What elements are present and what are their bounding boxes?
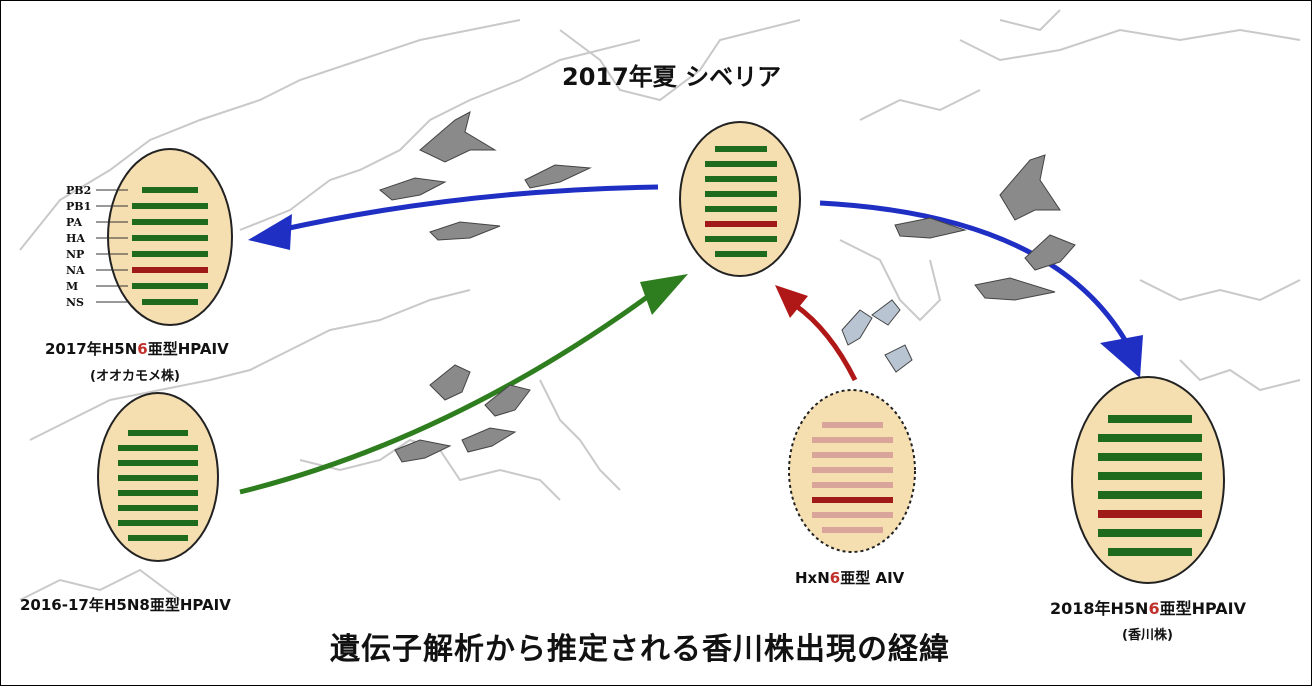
strain-label-kagawa-pre: 2018年H5N (1050, 599, 1149, 618)
migration-arrows (239, 184, 1143, 495)
bird-icon (419, 111, 497, 163)
strain-label-gull-hl: 6 (137, 340, 148, 358)
segment-label: PB1 (66, 200, 91, 213)
red-arrowhead (775, 285, 808, 318)
strain-label-kagawa: 2018年H5N6亜型HPAIV (1050, 595, 1246, 619)
title: 2017年夏 シベリア (562, 63, 782, 91)
green-arrow (239, 292, 652, 495)
bird-icon (484, 384, 531, 417)
bird-icon (429, 364, 471, 401)
birds (378, 111, 1076, 463)
bird-icon (841, 309, 873, 346)
blue-arrow-east (819, 200, 1128, 342)
red-arrow (793, 302, 858, 382)
caption: 遺伝子解析から推定される香川株出現の経緯 (330, 632, 950, 667)
strain-label-kagawa-post: 亜型HPAIV (1159, 599, 1246, 618)
genome-hxn6 (788, 389, 916, 553)
bird-icon (894, 217, 967, 239)
strain-label-hxn6-hl: 6 (829, 569, 841, 587)
strain-label-hxn6: HxN6亜型 AIV (795, 567, 904, 588)
strain-sublabel-gull: (オオカモメ株) (90, 369, 180, 384)
genome-siberia (679, 121, 801, 277)
segment-label: PB2 (66, 184, 91, 197)
strain-label-kagawa-hl: 6 (1148, 599, 1160, 618)
segment-label: HA (66, 232, 85, 245)
world-map-outline (19, 9, 1301, 601)
strain-label-gull-pre: 2017年H5N (45, 340, 138, 358)
genome-h5n8 (97, 392, 219, 562)
bird-icon (378, 177, 447, 201)
genome-gull (107, 148, 233, 326)
strain-label-gull: 2017年H5N6亜型HPAIV (45, 338, 229, 359)
bird-icon (974, 277, 1056, 301)
segment-label: NA (66, 264, 85, 277)
strain-sublabel-kagawa: (香川株) (1122, 628, 1173, 643)
bird-icon (1024, 234, 1076, 271)
segment-label: PA (66, 216, 82, 229)
bird-icon (999, 154, 1061, 221)
segment-label: M (66, 280, 78, 293)
bird-icon (524, 164, 592, 189)
genome-kagawa (1071, 376, 1225, 584)
bird-icon (871, 299, 901, 326)
bird-icon (429, 221, 501, 241)
bird-icon (461, 427, 517, 453)
strain-label-hxn6-post: 亜型 AIV (840, 569, 905, 587)
bird-icon (884, 344, 913, 373)
virus-genomes (97, 121, 1225, 584)
bird-icon (394, 439, 452, 463)
blue-arrowhead-west (248, 214, 292, 250)
segment-label: NP (66, 248, 84, 261)
blue-arrow-west (279, 184, 659, 233)
green-arrowhead (640, 274, 688, 315)
segment-label: NS (66, 296, 84, 309)
blue-arrowhead-east (1100, 335, 1143, 378)
strain-label-hxn6-pre: HxN (795, 569, 830, 587)
strain-label-gull-post: 亜型HPAIV (147, 340, 229, 358)
strain-label-h5n8: 2016-17年H5N8亜型HPAIV (20, 596, 231, 614)
